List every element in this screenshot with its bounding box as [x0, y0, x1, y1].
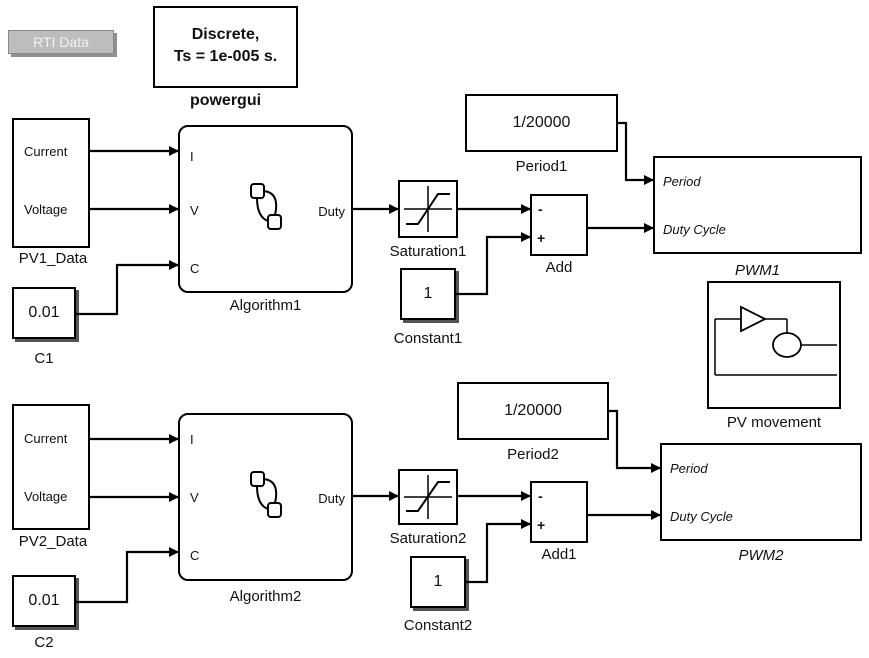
rti-data-label: RTI Data [33, 34, 89, 50]
algorithm1-port-v: V [190, 203, 199, 218]
pwm1-port-duty-cycle: Duty Cycle [663, 222, 726, 237]
constant1-label: Constant1 [393, 330, 463, 347]
wire-c2 [76, 547, 179, 604]
powergui-block[interactable]: Discrete, Ts = 1e-005 s. [153, 6, 298, 88]
algorithm2-block[interactable]: I V C Duty [178, 413, 353, 581]
stateflow-chart-icon [250, 471, 282, 518]
algorithm1-port-i: I [190, 149, 194, 164]
add1-label: Add1 [541, 546, 577, 563]
pv1-data-block[interactable]: Current Voltage [12, 118, 90, 248]
wire-period1 [618, 121, 654, 185]
c2-constant-block[interactable]: 0.01 [12, 575, 76, 627]
pwm1-block[interactable]: Period Duty Cycle [653, 156, 862, 254]
stateflow-chart-icon [250, 183, 282, 230]
pwm2-label: PWM2 [738, 547, 784, 564]
add-label: Add [545, 259, 573, 276]
algorithm2-port-c: C [190, 548, 200, 563]
pwm1-label: PWM1 [735, 262, 780, 279]
c1-constant-block[interactable]: 0.01 [12, 287, 76, 339]
algorithm1-port-duty: Duty [318, 204, 345, 219]
constant1-block[interactable]: 1 [400, 268, 456, 320]
period2-label: Period2 [507, 446, 559, 463]
period1-block[interactable]: 1/20000 [465, 94, 618, 152]
rti-data-button[interactable]: RTI Data [8, 30, 114, 54]
c2-value: 0.01 [28, 592, 60, 609]
add-plus-sign: + [537, 230, 546, 246]
constant1-value: 1 [423, 285, 433, 302]
pv2-data-label: PV2_Data [18, 533, 88, 550]
powergui-line1: Discrete, [191, 26, 260, 43]
algorithm2-port-i: I [190, 432, 194, 447]
algorithm2-label: Algorithm2 [229, 588, 302, 605]
pv2-data-block[interactable]: Current Voltage [12, 404, 90, 530]
wire-c1 [76, 260, 179, 316]
algorithm1-block[interactable]: I V C Duty [178, 125, 353, 293]
pv2-port-current: Current [24, 431, 68, 446]
pv-movement-block[interactable] [707, 281, 841, 409]
algorithm1-port-c: C [190, 261, 200, 276]
saturation1-label: Saturation1 [389, 243, 467, 260]
constant2-value: 1 [433, 573, 443, 590]
constant2-label: Constant2 [403, 617, 473, 634]
saturation2-block[interactable] [398, 469, 458, 525]
pv-movement-schematic-icon [714, 305, 837, 376]
saturation-curve-icon [404, 475, 452, 519]
wire-period2 [609, 409, 661, 473]
powergui-line2: Ts = 1e-005 s. [173, 48, 278, 65]
powergui-label: powergui [189, 92, 262, 109]
algorithm2-port-duty: Duty [318, 491, 345, 506]
add1-minus-sign: - [538, 488, 543, 504]
pv1-port-current: Current [24, 144, 68, 159]
add-minus-sign: - [538, 201, 543, 217]
period1-label: Period1 [515, 158, 568, 175]
add1-plus-sign: + [537, 517, 546, 533]
period1-value: 1/20000 [512, 114, 571, 131]
constant2-block[interactable]: 1 [410, 556, 466, 608]
saturation-curve-icon [404, 186, 452, 232]
pv1-data-label: PV1_Data [18, 250, 88, 267]
c1-label: C1 [34, 350, 54, 367]
algorithm2-port-v: V [190, 490, 199, 505]
period2-value: 1/20000 [504, 402, 562, 419]
add-block[interactable]: - + [530, 194, 588, 256]
c2-label: C2 [34, 634, 54, 651]
pwm2-port-period: Period [670, 461, 708, 476]
pv-movement-label: PV movement [726, 414, 822, 431]
saturation2-label: Saturation2 [389, 530, 467, 547]
pwm2-block[interactable]: Period Duty Cycle [660, 443, 862, 541]
algorithm1-label: Algorithm1 [229, 297, 302, 314]
c1-value: 0.01 [28, 304, 60, 321]
pwm1-port-period: Period [663, 174, 701, 189]
period2-block[interactable]: 1/20000 [457, 382, 609, 440]
pwm2-port-duty-cycle: Duty Cycle [670, 509, 733, 524]
pv2-port-voltage: Voltage [24, 489, 68, 504]
saturation1-block[interactable] [398, 180, 458, 238]
add1-block[interactable]: - + [530, 481, 588, 543]
pv1-port-voltage: Voltage [24, 202, 68, 217]
